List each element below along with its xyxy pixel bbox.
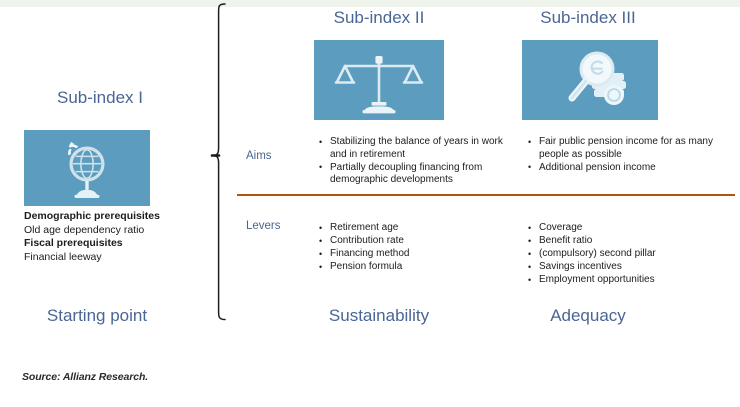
prerequisites-list: Demographic prerequisites Old age depend…: [24, 210, 214, 264]
footer-starting-point: Starting point: [46, 306, 148, 325]
row-label-levers: Levers: [246, 220, 281, 232]
heading-sub-index-1: Sub-index I: [57, 88, 143, 107]
footer-sustainability: Sustainability: [328, 306, 430, 325]
list-item: Fair public pension income for as many p…: [527, 135, 723, 161]
list-item: Stabilizing the balance of years in work…: [318, 135, 504, 161]
aims-list-sub-index-3: Fair public pension income for as many p…: [527, 135, 723, 175]
prerequisite-line: Demographic prerequisites: [24, 210, 160, 222]
curly-brace-icon: [210, 3, 226, 321]
tile-sub-index-3: [522, 40, 658, 120]
heading-sub-index-3: Sub-index III: [540, 8, 636, 27]
prerequisite-line: Financial leeway: [24, 250, 102, 263]
prerequisite-line: Old age dependency ratio: [24, 223, 145, 236]
list-item: Additional pension income: [527, 161, 723, 175]
curly-brace: [205, 2, 231, 322]
tile-sub-index-1: [24, 130, 150, 206]
top-decorative-band: [0, 0, 740, 7]
heading-sub-index-2: Sub-index II: [333, 8, 425, 27]
list-item: Savings incentives: [527, 261, 727, 274]
tile-sub-index-2: [314, 40, 444, 120]
source-note: Source: Allianz Research.: [22, 371, 149, 383]
scales-balance-icon: [334, 56, 424, 114]
levers-list-sub-index-3: Coverage Benefit ratio (compulsory) seco…: [527, 222, 727, 287]
list-item: Coverage: [527, 222, 727, 235]
magnifier-coins-icon: [568, 51, 626, 105]
aims-list-sub-index-2: Stabilizing the balance of years in work…: [318, 135, 504, 187]
list-item: Employment opportunities: [527, 274, 727, 287]
list-item: Pension formula: [318, 261, 504, 274]
prerequisite-line: Fiscal prerequisites: [24, 237, 123, 249]
globe-icon: [68, 142, 105, 198]
row-label-aims: Aims: [246, 150, 272, 162]
list-item: Partially decoupling financing from demo…: [318, 161, 504, 187]
orange-divider: [237, 194, 735, 196]
list-item: Contribution rate: [318, 235, 504, 248]
list-item: (compulsory) second pillar: [527, 248, 727, 261]
footer-adequacy: Adequacy: [550, 306, 626, 325]
list-item: Retirement age: [318, 222, 504, 235]
list-item: Financing method: [318, 248, 504, 261]
list-item: Benefit ratio: [527, 235, 727, 248]
levers-list-sub-index-2: Retirement age Contribution rate Financi…: [318, 222, 504, 274]
